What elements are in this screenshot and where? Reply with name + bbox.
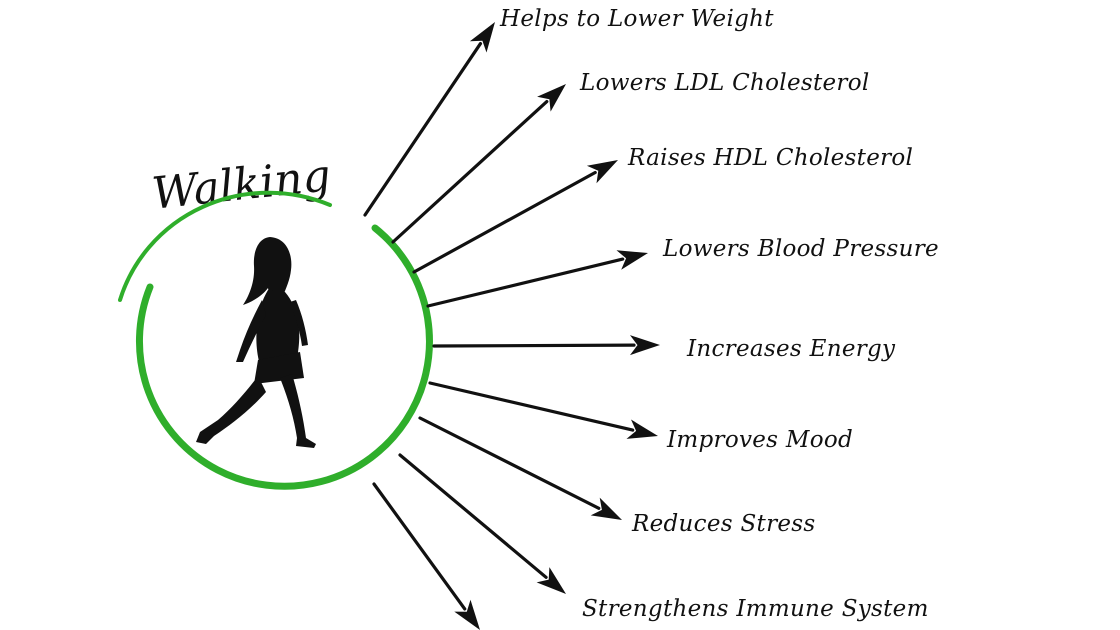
benefit-arrows bbox=[363, 22, 660, 630]
arrow-head-icon bbox=[630, 335, 660, 356]
benefit-label-stress: Reduces Stress bbox=[631, 511, 815, 537]
benefit-label-blood-pressure: Lowers Blood Pressure bbox=[662, 236, 939, 262]
arrow-line bbox=[418, 416, 601, 510]
arrow-line bbox=[426, 257, 625, 308]
arrow-head-icon bbox=[454, 599, 480, 630]
benefit-labels: Helps to Lower Weight Lowers LDL Cholest… bbox=[499, 6, 939, 622]
arrow-line bbox=[428, 381, 635, 432]
arrow-line bbox=[412, 170, 597, 274]
benefit-label-raises-hdl: Raises HDL Cholesterol bbox=[627, 145, 913, 171]
arrow-line bbox=[398, 453, 548, 579]
benefit-label-energy: Increases Energy bbox=[686, 336, 896, 362]
arrow-line bbox=[372, 482, 467, 611]
arrow-head-icon bbox=[536, 567, 566, 594]
arrow-line bbox=[432, 343, 636, 348]
arrow-line bbox=[391, 99, 549, 244]
arrow-head-icon bbox=[537, 84, 566, 112]
arrow-head-icon bbox=[590, 497, 622, 520]
arrow-head-icon bbox=[469, 22, 495, 53]
diagram-title: Walking bbox=[150, 150, 333, 219]
benefit-label-lower-weight: Helps to Lower Weight bbox=[499, 6, 774, 32]
arrow-head-icon bbox=[626, 419, 658, 439]
benefit-label-lowers-ldl: Lowers LDL Cholesterol bbox=[579, 70, 870, 96]
arrow-head-icon bbox=[586, 160, 618, 184]
walking-woman-silhouette-icon bbox=[196, 237, 316, 448]
arrow-head-icon bbox=[616, 250, 648, 270]
green-ring-icon bbox=[118, 190, 433, 490]
arrow-line bbox=[363, 41, 483, 217]
benefit-label-mood: Improves Mood bbox=[666, 427, 853, 453]
benefit-label-immune: Strengthens Immune System bbox=[582, 596, 929, 622]
